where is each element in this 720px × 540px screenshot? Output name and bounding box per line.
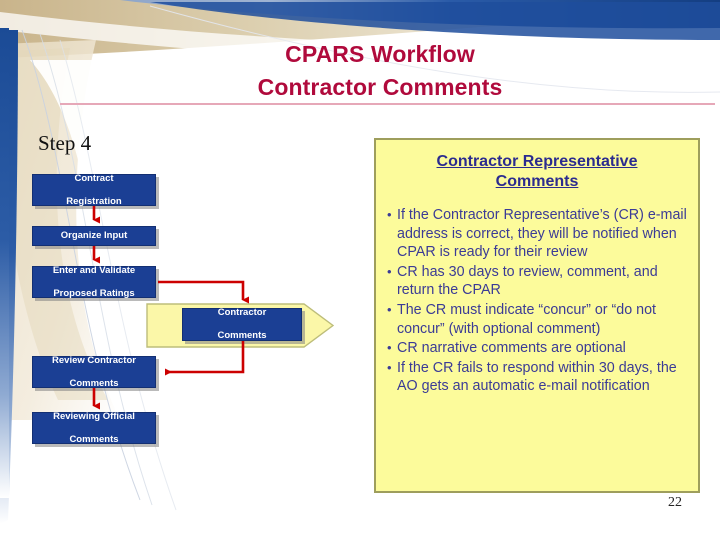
title-line-2: Contractor Comments	[257, 74, 503, 101]
flow-box-enter-validate-line1: Enter and Validate	[52, 264, 136, 276]
panel-bullet-1-text: If the Contractor Representative’s (CR) …	[397, 207, 687, 261]
panel-bullet-5: • If the CR fails to respond within 30 d…	[387, 359, 687, 396]
bullet-marker-icon: •	[387, 263, 392, 279]
bullet-marker-icon: •	[387, 359, 392, 375]
flow-box-organize-input[interactable]: Organize Input	[32, 226, 156, 246]
panel-bullet-5-text: If the CR fails to respond within 30 day…	[397, 359, 677, 395]
flow-box-organize-input-label: Organize Input	[60, 230, 128, 242]
flow-box-reviewing-official-line2: Comments	[69, 433, 119, 445]
bullet-marker-icon: •	[387, 207, 392, 222]
panel-bullet-3-text: The CR must indicate “concur” or “do not…	[397, 301, 657, 337]
panel-bullet-2-text: CR has 30 days to review, comment, and r…	[397, 263, 658, 299]
panel-bullet-4-text: CR narrative comments are optional	[397, 340, 626, 357]
panel-bullet-2: • CR has 30 days to review, comment, and…	[387, 263, 687, 300]
flow-box-contract-registration-line1: Contract	[74, 172, 114, 184]
step-label: Step 4	[38, 131, 92, 155]
title-divider	[60, 103, 715, 105]
panel-bullet-4: • CR narrative comments are optional	[387, 339, 687, 358]
panel-bullet-1: • If the Contractor Representative’s (CR…	[387, 206, 687, 262]
contractor-representative-comments-panel: Contractor Representative Comments • If …	[374, 138, 700, 493]
flow-box-contract-registration-line2: Registration	[66, 195, 122, 207]
connector-enter-to-contractor-comments	[158, 280, 249, 304]
flow-box-reviewing-official-line1: Reviewing Official	[53, 410, 135, 422]
flow-box-enter-validate-proposed-ratings[interactable]: Enter and Validate Proposed Ratings	[32, 264, 156, 299]
panel-heading: Contractor Representative Comments	[436, 153, 638, 190]
panel-bullet-3: • The CR must indicate “concur” or “do n…	[387, 301, 687, 338]
flow-box-review-contractor-line2: Comments	[69, 377, 119, 389]
flow-box-contractor-comments[interactable]: Contractor Comments	[182, 307, 302, 342]
title-line-1: CPARS Workflow	[285, 41, 475, 67]
flow-box-enter-validate-line2: Proposed Ratings	[53, 287, 135, 299]
flow-box-review-contractor-comments[interactable]: Review Contractor Comments	[32, 354, 156, 389]
bullet-marker-icon: •	[387, 301, 392, 317]
flow-box-review-contractor-line1: Review Contractor	[52, 354, 136, 366]
page-number: 22	[668, 495, 682, 510]
flow-box-contract-registration[interactable]: Contract Registration	[32, 172, 156, 207]
bullet-marker-icon: •	[387, 340, 392, 356]
page-title: CPARS Workflow Contractor Comments	[60, 38, 700, 105]
flow-box-contractor-comments-line1: Contractor	[217, 307, 267, 319]
flow-box-contractor-comments-line2: Comments	[217, 330, 267, 342]
flow-box-reviewing-official-comments[interactable]: Reviewing Official Comments	[32, 410, 156, 445]
